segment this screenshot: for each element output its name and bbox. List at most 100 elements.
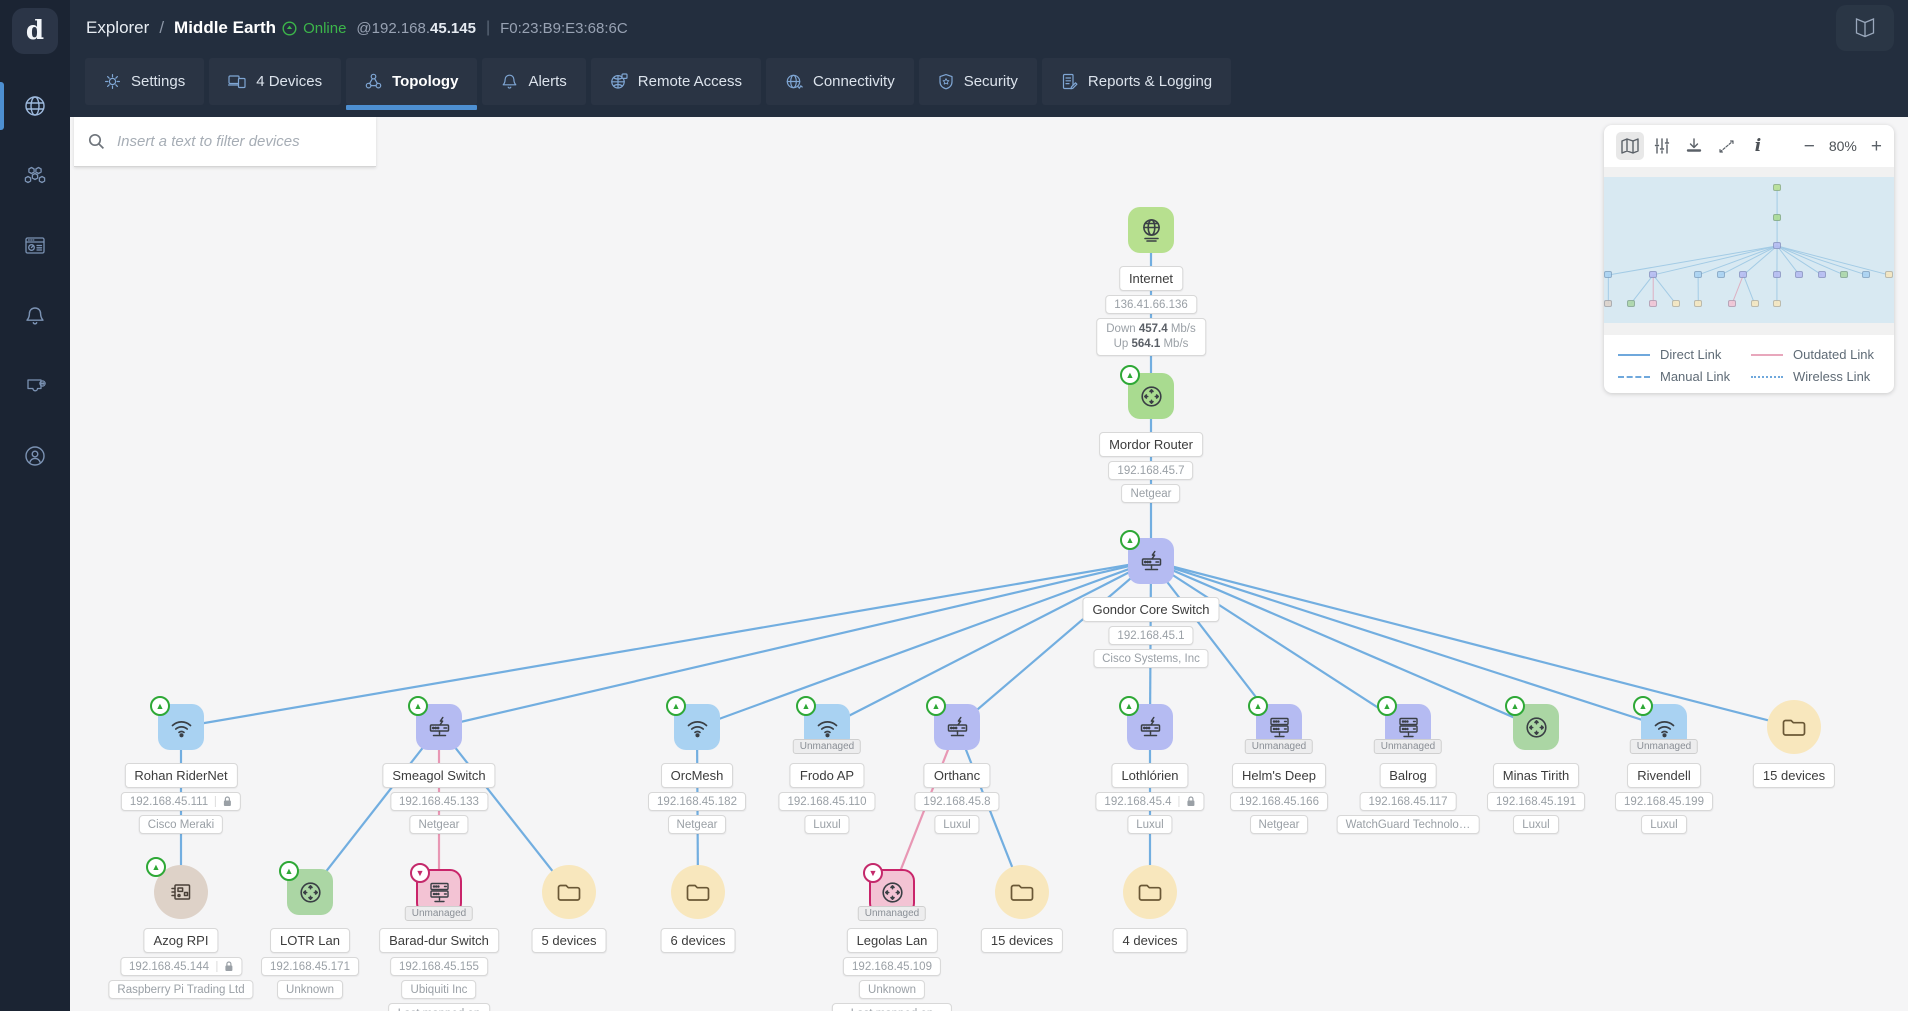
status-badge-up: ▲ (408, 696, 428, 716)
tab-alerts[interactable]: Alerts (482, 58, 586, 105)
domotz-logo[interactable]: d (12, 8, 58, 54)
sidebar-item-bell[interactable] (0, 296, 70, 336)
device-node-f15a[interactable] (1767, 700, 1821, 754)
device-node-minas[interactable]: ▲ (1505, 696, 1559, 750)
device-node-orcmesh[interactable]: ▲ (666, 696, 720, 750)
tab-label: Security (963, 73, 1018, 90)
device-node-gondor[interactable]: ▲ (1120, 530, 1174, 584)
wifi-icon (814, 714, 841, 741)
link-gondor-balrog (1150, 560, 1409, 728)
legend-label: Outdated Link (1793, 347, 1874, 362)
device-node-d6[interactable] (671, 865, 725, 919)
tab-connectivity[interactable]: Connectivity (766, 58, 914, 105)
device-node-orthanc[interactable]: ▲ (926, 696, 980, 750)
resize-tool-button[interactable] (1712, 132, 1740, 160)
folder-icon (1780, 714, 1808, 740)
device-node-legolas[interactable]: ▼Unmanaged (857, 863, 927, 921)
zoom-out-button[interactable]: − (1803, 135, 1815, 157)
knowledge-base-button[interactable] (1836, 5, 1894, 51)
link-smeagol-d5 (438, 726, 570, 893)
device-node-balrog[interactable]: ▲Unmanaged (1373, 696, 1443, 754)
server-icon (1266, 714, 1293, 741)
minimap-node-orcmesh (1694, 271, 1703, 279)
link-orthanc-legolas (890, 726, 959, 893)
sidebar-item-dashboard[interactable] (0, 226, 70, 266)
device-node-internet[interactable] (1128, 207, 1174, 253)
sidebar-item-hexagons[interactable] (0, 156, 70, 196)
tab-topology[interactable]: Topology (346, 58, 478, 110)
zoom-in-button[interactable]: + (1870, 135, 1882, 157)
minimap-node-mordor (1773, 213, 1782, 221)
link-gondor-lothlorien (1148, 560, 1153, 728)
sidebar-item-user[interactable] (0, 436, 70, 476)
sidebar-item-plugin[interactable] (0, 366, 70, 406)
unmanaged-tag: Unmanaged (1373, 739, 1443, 754)
switch-icon (426, 714, 453, 741)
filters-tool-button[interactable] (1648, 132, 1676, 160)
tab-label: 4 Devices (256, 73, 323, 90)
left-sidebar: d (0, 0, 70, 1011)
breadcrumb-explorer[interactable]: Explorer (86, 18, 150, 37)
link-gondor-f15a (1150, 559, 1795, 729)
device-node-d5[interactable] (542, 865, 596, 919)
device-node-d4[interactable] (1123, 865, 1177, 919)
unmanaged-tag: Unmanaged (1629, 739, 1699, 754)
agent-mac: F0:23:B9:E3:68:6C (500, 19, 628, 37)
tab-remote-access[interactable]: Remote Access (590, 58, 761, 105)
tab-label: Connectivity (813, 73, 895, 90)
minimap-node-frodo (1716, 271, 1725, 279)
minimap-node-smeagol (1649, 271, 1658, 279)
server-icon (426, 879, 453, 906)
status-badge-up: ▲ (796, 696, 816, 716)
device-filter (74, 117, 376, 167)
device-node-azog[interactable]: ▲ (146, 857, 208, 919)
minimap-frame (1604, 167, 1894, 335)
device-node-baraddur[interactable]: ▼Unmanaged (404, 863, 474, 921)
folder-icon (555, 879, 583, 905)
device-node-smeagol[interactable]: ▲ (408, 696, 462, 750)
tab-label: Settings (131, 73, 186, 90)
device-node-frodo[interactable]: ▲Unmanaged (792, 696, 862, 754)
status-badge-up: ▲ (150, 696, 170, 716)
download-icon (1685, 137, 1703, 155)
tab-label: Remote Access (637, 73, 742, 90)
tab-4-devices[interactable]: 4 Devices (209, 58, 342, 105)
plugin-icon (23, 374, 47, 398)
device-node-lotr[interactable]: ▲ (279, 861, 333, 915)
link-gondor-frodo (826, 560, 1152, 728)
device-node-lothlorien[interactable]: ▲ (1119, 696, 1173, 750)
minimap-node-d4 (1772, 300, 1781, 308)
gear-icon (104, 73, 121, 90)
tab-settings[interactable]: Settings (85, 58, 205, 105)
sidebar-item-globe-active[interactable] (0, 82, 70, 130)
status-badge-up: ▲ (279, 861, 299, 881)
device-node-rohan[interactable]: ▲ (150, 696, 204, 750)
search-input[interactable] (117, 133, 362, 150)
info-tool-button[interactable]: i (1744, 132, 1772, 160)
device-node-rivendell[interactable]: ▲Unmanaged (1629, 696, 1699, 754)
map-tool-button[interactable] (1616, 132, 1644, 160)
minimap-node-baraddur (1649, 300, 1658, 308)
router-icon (1138, 383, 1165, 410)
tab-security[interactable]: Security (918, 58, 1037, 105)
device-node-d15b[interactable] (995, 865, 1049, 919)
agent-ip: @192.168.45.145 (356, 19, 476, 37)
filters-icon (1653, 137, 1671, 155)
user-icon (23, 444, 47, 468)
download-tool-button[interactable] (1680, 132, 1708, 160)
legend-label: Direct Link (1660, 347, 1722, 362)
router-icon (879, 879, 906, 906)
status-badge-up: ▲ (666, 696, 686, 716)
device-node-helms[interactable]: ▲Unmanaged (1244, 696, 1314, 754)
device-node-mordor[interactable]: ▲ (1120, 365, 1174, 419)
map-icon (1620, 137, 1640, 155)
legend-direct-link: Direct Link (1618, 347, 1747, 362)
globe-icon (1138, 217, 1165, 244)
tab-reports-logging[interactable]: Reports & Logging (1041, 58, 1232, 105)
folder-icon (1008, 879, 1036, 905)
minimap[interactable] (1604, 177, 1894, 323)
devices-icon (228, 74, 246, 89)
tab-label: Reports & Logging (1087, 73, 1213, 90)
